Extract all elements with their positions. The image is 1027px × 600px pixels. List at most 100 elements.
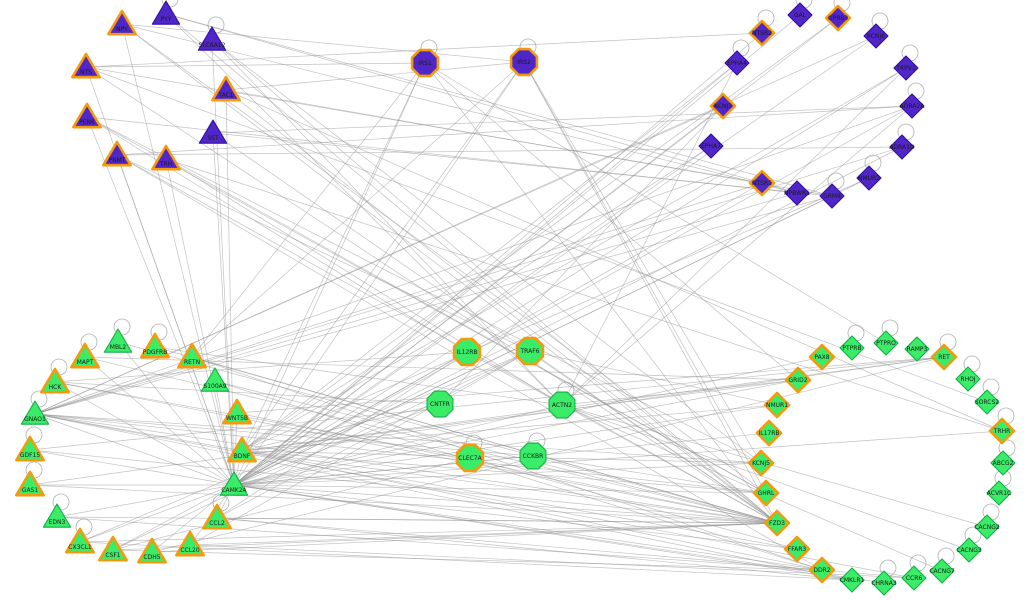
- edge-actn2-cacng3[interactable]: [561, 404, 970, 551]
- node-shape-il12rb[interactable]: [452, 337, 482, 367]
- node-shape-adra1d[interactable]: [889, 134, 915, 160]
- node-shape-mapt[interactable]: [70, 342, 100, 369]
- node-shape-gpr83[interactable]: [824, 4, 852, 32]
- edge-camk2a-fzd3[interactable]: [233, 484, 778, 524]
- node-shape-sorcs2[interactable]: [974, 389, 1000, 415]
- node-shape-ccl2[interactable]: [202, 503, 232, 530]
- node-shape-ramp3[interactable]: [904, 336, 930, 362]
- node-nmur1[interactable]: NMUR1: [763, 391, 791, 419]
- edge-irs2-camk2a[interactable]: [233, 61, 525, 486]
- node-shape-irs1[interactable]: [410, 48, 440, 78]
- edge-trh-trhr[interactable]: [165, 158, 1003, 432]
- edge-cckbr-ghrl[interactable]: [532, 455, 767, 494]
- edge-camk2a-trhr[interactable]: [233, 430, 1003, 486]
- edge-traf6-nmur1[interactable]: [529, 350, 778, 406]
- edge-pnmt-camk2a[interactable]: [116, 154, 235, 486]
- node-shape-traf6[interactable]: [515, 336, 545, 366]
- node-shape-cx3cl1[interactable]: [65, 527, 95, 554]
- edge-bdnf-ghrl[interactable]: [241, 450, 767, 494]
- edge-camk2a-csf1[interactable]: [112, 484, 235, 551]
- node-kcnj5[interactable]: KCNJ5: [747, 449, 775, 477]
- edge-actn2-cacng7[interactable]: [561, 404, 943, 572]
- node-shape-ptprb[interactable]: [839, 335, 865, 361]
- node-shape-kcnj6[interactable]: [863, 23, 889, 49]
- edge-camk2a-gnao1[interactable]: [34, 413, 235, 486]
- node-shape-ccr6[interactable]: [901, 565, 927, 591]
- edge-gnao1-kcnj5[interactable]: [34, 413, 762, 464]
- node-shape-rhoj[interactable]: [955, 366, 981, 392]
- edge-cx3cl1-fzd3[interactable]: [79, 522, 778, 543]
- edge-irs2-kcnj5[interactable]: [523, 61, 762, 464]
- edge-nts-sorcs2[interactable]: [85, 66, 988, 403]
- node-shape-cdh5[interactable]: [137, 537, 167, 564]
- edge-traf6-ccl20[interactable]: [189, 350, 531, 546]
- edge-penk-camk2a[interactable]: [86, 116, 235, 486]
- node-shape-epha7[interactable]: [698, 133, 724, 159]
- edge-npy-fzd3[interactable]: [121, 23, 778, 524]
- edge-gal-camk2a[interactable]: [233, 14, 801, 486]
- node-shape-pdgfrb[interactable]: [140, 332, 170, 359]
- node-shape-cntfr[interactable]: [426, 390, 454, 418]
- edge-camk2a-grid2[interactable]: [233, 379, 799, 486]
- node-pax8[interactable]: PAX8: [808, 343, 836, 371]
- node-shape-pax8[interactable]: [808, 343, 836, 371]
- edge-tac1-trhr[interactable]: [225, 89, 1003, 432]
- node-shape-wnt5b[interactable]: [222, 398, 252, 425]
- edge-cdh5-ret[interactable]: [151, 356, 945, 553]
- edge-hck-fzd3[interactable]: [54, 381, 778, 524]
- node-ghrl[interactable]: GHRL: [752, 479, 780, 507]
- edge-tac1-irs2[interactable]: [225, 61, 525, 91]
- node-shape-hck[interactable]: [40, 367, 70, 394]
- node-shape-slc6a12[interactable]: [197, 26, 227, 51]
- node-pnmt[interactable]: PNMT: [102, 140, 132, 167]
- edge-gpr83-bdnf[interactable]: [241, 17, 839, 452]
- edge-tac1-camk2a[interactable]: [225, 89, 235, 486]
- node-adra2a[interactable]: ADRA2A: [899, 93, 926, 119]
- edge-camk2a-pax8[interactable]: [233, 356, 823, 486]
- node-shape-cacng7[interactable]: [929, 558, 955, 584]
- edge-camk2a-ddr2[interactable]: [233, 484, 823, 571]
- edge-irs1-fzd3[interactable]: [424, 62, 778, 524]
- node-traf6[interactable]: TRAF6: [515, 336, 545, 366]
- edge-adra2a-actn2[interactable]: [561, 105, 913, 406]
- edge-adra1d-camk2a[interactable]: [233, 146, 903, 486]
- node-il17rb[interactable]: IL17RB: [755, 419, 783, 447]
- edge-cckbr-gnao1[interactable]: [34, 413, 534, 457]
- node-shape-gal[interactable]: [787, 2, 813, 28]
- node-shape-ccl20[interactable]: [175, 530, 205, 557]
- node-shape-tac1[interactable]: [211, 75, 241, 102]
- node-shape-ntsr1[interactable]: [748, 169, 776, 197]
- node-fzd3[interactable]: FZD3: [763, 509, 791, 537]
- node-shape-fzd3[interactable]: [763, 509, 791, 537]
- edge-clec7a-hck[interactable]: [54, 381, 471, 459]
- edge-csf1-ddr2[interactable]: [112, 549, 823, 571]
- node-shape-trh[interactable]: [151, 144, 181, 171]
- node-shape-chrna3[interactable]: [871, 570, 897, 596]
- node-shape-ffar3[interactable]: [783, 535, 811, 563]
- edge-mbl2-fzd3[interactable]: [117, 341, 778, 524]
- node-npy[interactable]: NPY: [107, 9, 137, 36]
- edge-actn2-cacng2[interactable]: [561, 404, 988, 528]
- edge-camk2a-il17rb[interactable]: [233, 432, 770, 486]
- edge-gnao1-ccr6[interactable]: [34, 413, 915, 579]
- node-shape-gas1[interactable]: [15, 470, 45, 497]
- edge-irs1-camk2a[interactable]: [233, 62, 426, 486]
- node-actn2[interactable]: ACTN2: [548, 391, 576, 419]
- edge-traf6-fzd3[interactable]: [529, 350, 778, 524]
- edge-camk2a-edn3[interactable]: [56, 484, 235, 518]
- edge-gnao1-ghrl[interactable]: [34, 413, 767, 494]
- edge-kcnj6-camk2a[interactable]: [233, 35, 877, 486]
- edge-kcnj3-cntfr[interactable]: [439, 105, 724, 405]
- node-shape-pyy[interactable]: [151, 0, 181, 25]
- edge-camk2a-mbl2[interactable]: [117, 341, 235, 486]
- node-penk[interactable]: PENK: [72, 102, 102, 129]
- edge-epha4-camk2a[interactable]: [233, 62, 738, 486]
- edge-pnmt-traf6[interactable]: [116, 154, 531, 352]
- edge-sst-adra2a[interactable]: [212, 105, 913, 134]
- edge-s100a9-ddr2[interactable]: [214, 380, 823, 571]
- edge-npy-camk2a[interactable]: [121, 23, 235, 486]
- edge-pyy-actn2[interactable]: [165, 13, 563, 406]
- node-shape-nmur1[interactable]: [763, 391, 791, 419]
- node-clec7a[interactable]: CLEC7A: [455, 443, 485, 473]
